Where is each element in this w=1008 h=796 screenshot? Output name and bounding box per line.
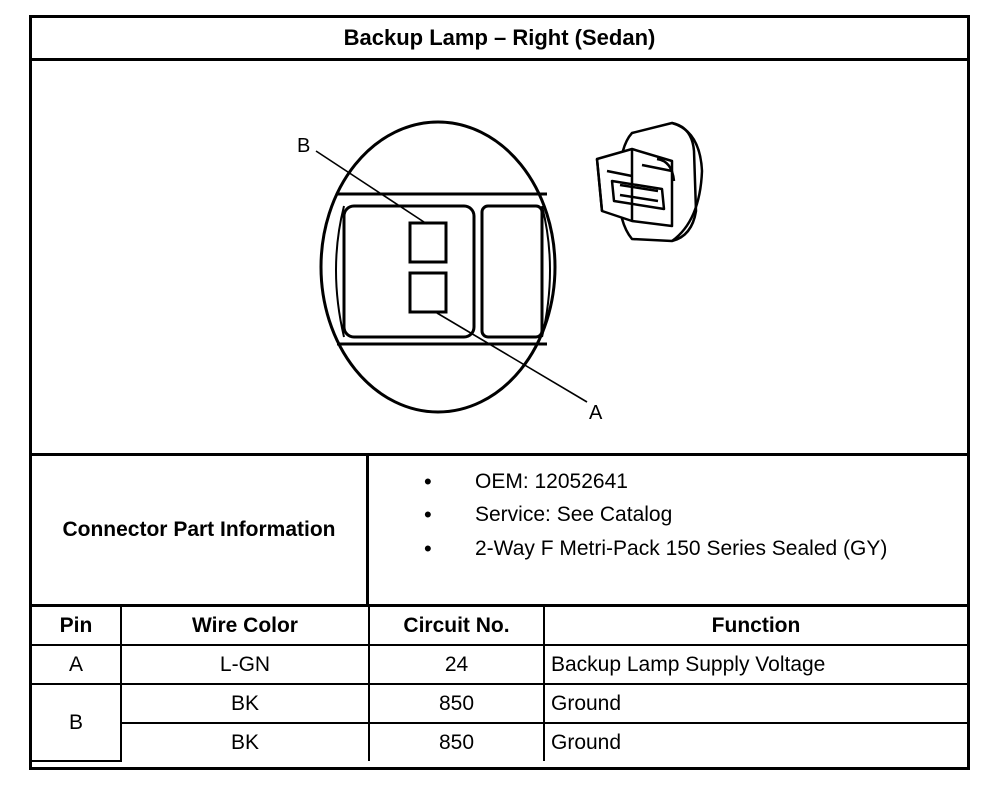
connector-illustration: [595, 121, 704, 243]
connector-part-info: Connector Part Information • OEM: 120526…: [32, 456, 967, 607]
function-cell: Backup Lamp Supply Voltage: [543, 644, 967, 685]
cavity-b: [408, 221, 448, 264]
header-wire-color: Wire Color: [120, 607, 370, 646]
pin-cavities: [408, 221, 448, 314]
connector-info-list: • OEM: 12052641 • Service: See Catalog •…: [369, 456, 967, 604]
circuit-cell: 850: [368, 683, 545, 724]
bullet-icon: •: [424, 469, 432, 494]
info-service: Service: See Catalog: [475, 503, 673, 526]
connector-figure: B A: [32, 61, 967, 456]
table-row: A L-GN 24 Backup Lamp Supply Voltage: [32, 644, 967, 685]
wire-color-cell: BK: [120, 683, 370, 724]
info-description: 2-Way F Metri-Pack 150 Series Sealed (GY…: [475, 537, 888, 560]
connector-diagram: B A: [297, 120, 704, 424]
function-cell: Ground: [543, 683, 967, 724]
page-title: Backup Lamp – Right (Sedan): [32, 18, 967, 61]
pin-cell: A: [32, 644, 122, 685]
circuit-cell: 850: [368, 722, 545, 761]
header-function: Function: [543, 607, 967, 646]
function-cell: Ground: [543, 722, 967, 761]
connector-sheet: Backup Lamp – Right (Sedan) B A: [29, 15, 970, 770]
table-row: B BK 850 Ground: [32, 683, 967, 762]
table-header-row: Pin Wire Color Circuit No. Function: [32, 607, 967, 646]
label-a: A: [589, 402, 603, 424]
table-row: BK 850 Ground: [32, 722, 967, 761]
leader-lines: [315, 150, 588, 403]
info-oem: OEM: 12052641: [475, 470, 628, 493]
header-pin: Pin: [32, 607, 122, 646]
pin-table: Pin Wire Color Circuit No. Function A L-…: [32, 607, 967, 762]
bullet-icon: •: [424, 536, 432, 561]
connector-face-view: [319, 120, 557, 414]
label-b: B: [297, 135, 310, 157]
wire-color-cell: BK: [121, 722, 370, 761]
header-circuit: Circuit No.: [368, 607, 545, 646]
bullet-icon: •: [424, 502, 432, 527]
pin-cell: B: [32, 683, 122, 762]
connector-info-label: Connector Part Information: [32, 456, 369, 604]
wire-color-cell: L-GN: [120, 644, 370, 685]
circuit-cell: 24: [368, 644, 545, 685]
cavity-a: [408, 271, 448, 314]
